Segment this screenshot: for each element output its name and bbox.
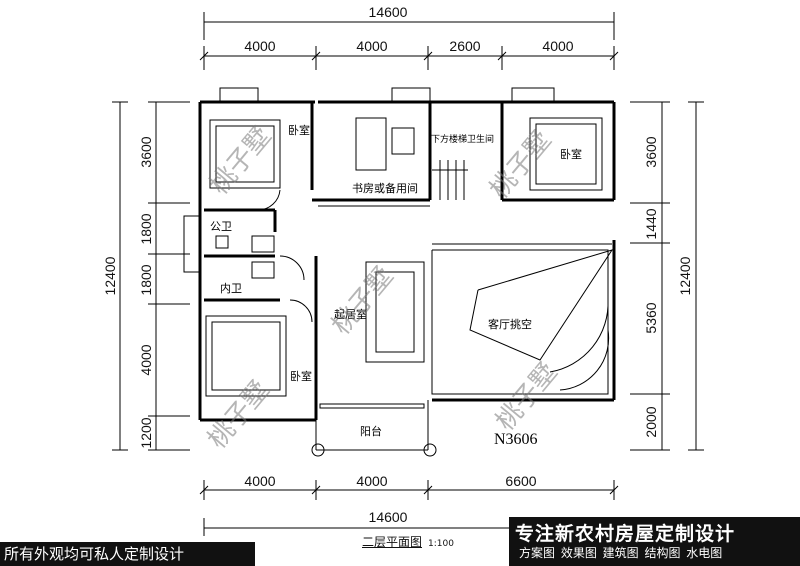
dim-bottom-segment-2: 4000 xyxy=(356,473,387,489)
room-void: 客厅挑空 xyxy=(488,317,532,331)
room-bedroom-bottom-left: 卧室 xyxy=(290,369,312,383)
room-study: 书房或备用间 xyxy=(352,181,418,195)
room-bedroom-top-left: 卧室 xyxy=(288,123,310,137)
promo-banner: 专注新农村房屋定制设计 方案图 效果图 建筑图 结构图 水电图 xyxy=(509,517,800,566)
watermark: 桃子墅 xyxy=(202,375,275,454)
room-balcony: 阳台 xyxy=(360,424,382,438)
dim-left-segments: 3600 1800 1800 4000 1200 xyxy=(138,136,154,448)
room-stair-note: 下方楼梯卫生间 xyxy=(431,133,494,145)
plan-scale: 1:100 xyxy=(428,539,454,549)
dim-right-segment-4: 2000 xyxy=(643,406,659,437)
dim-left-segment-1: 3600 xyxy=(138,136,154,167)
dim-bottom-segment-1: 4000 xyxy=(244,473,275,489)
watermark: 桃子墅 xyxy=(484,125,557,204)
dim-left-segment-3: 1800 xyxy=(138,264,154,295)
dim-right-total: 12400 xyxy=(677,256,693,295)
dim-top-total: 14600 xyxy=(369,4,408,20)
dim-top-segments: 4000 4000 2600 4000 xyxy=(244,38,573,54)
room-public-bath: 公卫 xyxy=(210,220,232,233)
dim-right-segment-3: 5360 xyxy=(643,302,659,333)
dim-right-segments: 3600 1440 5360 2000 xyxy=(643,136,659,437)
banner-title: 专注新农村房屋定制设计 xyxy=(515,523,736,545)
dim-right-segment-2: 1440 xyxy=(643,208,659,239)
dim-top-segment-1: 4000 xyxy=(244,38,275,54)
room-bedroom-top-right: 卧室 xyxy=(560,147,582,161)
dim-bottom-segment-3: 6600 xyxy=(505,473,536,489)
dim-right-segment-1: 3600 xyxy=(643,136,659,167)
plan-title: 二层平面图 xyxy=(362,535,423,549)
dim-top-segment-2: 4000 xyxy=(356,38,387,54)
dim-left-total: 12400 xyxy=(102,256,118,295)
plan-code: N3606 xyxy=(494,431,538,448)
plan-title-block: 二层平面图 1:100 xyxy=(362,533,454,550)
dim-left-segment-4: 4000 xyxy=(138,344,154,375)
room-living: 起居室 xyxy=(334,307,367,321)
watermark: 桃子墅 xyxy=(490,357,563,436)
dim-top-segment-4: 4000 xyxy=(542,38,573,54)
dim-left-segment-5: 1200 xyxy=(138,417,154,448)
room-inner-bath: 内卫 xyxy=(220,281,242,295)
watermark: 桃子墅 xyxy=(326,261,399,340)
dim-left-segment-2: 1800 xyxy=(138,213,154,244)
dim-bottom-segments: 4000 4000 6600 xyxy=(244,473,536,489)
dim-bottom-total: 14600 xyxy=(369,509,408,525)
dim-top-segment-3: 2600 xyxy=(449,38,480,54)
banner-services: 方案图 效果图 建筑图 结构图 水电图 xyxy=(519,546,723,560)
custom-design-slogan: 所有外观均可私人定制设计 xyxy=(0,542,255,566)
watermark: 桃子墅 xyxy=(204,121,277,200)
